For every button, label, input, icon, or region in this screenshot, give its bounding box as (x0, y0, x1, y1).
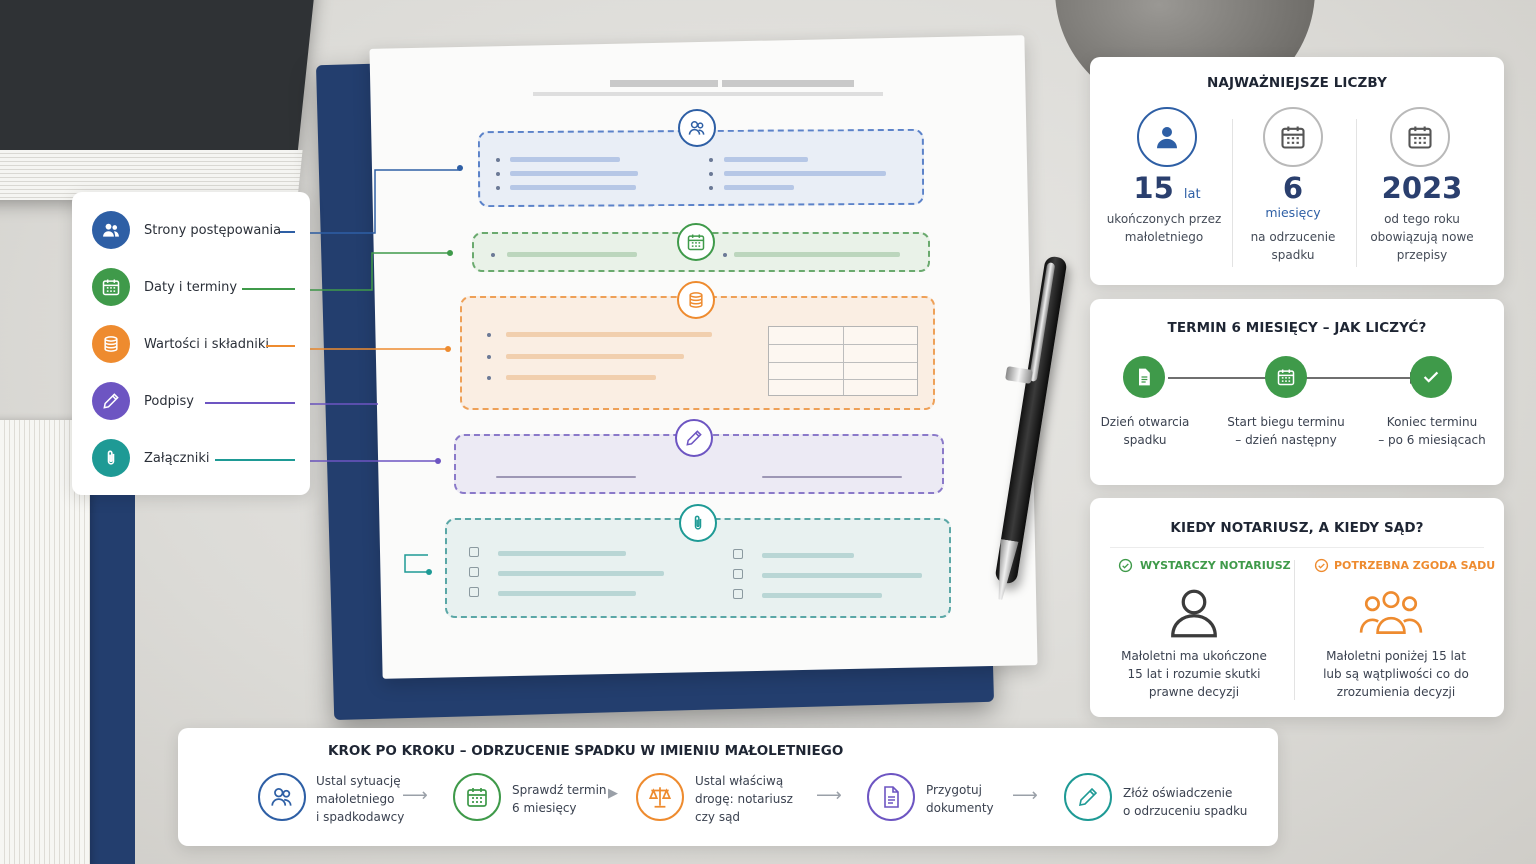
coins-icon (677, 281, 715, 319)
people-icon (92, 211, 130, 249)
calendar-icon (1263, 107, 1323, 167)
card-title: KIEDY NOTARIUSZ, A KIEDY SĄD? (1170, 520, 1424, 536)
legend-line (242, 288, 295, 290)
folder-edge-decoration (85, 470, 135, 864)
group-icon (1358, 586, 1424, 642)
people-icon (258, 773, 306, 821)
sheet-subheader-bar (533, 92, 883, 96)
scales-icon (636, 773, 684, 821)
notary-court-card: KIEDY NOTARIUSZ, A KIEDY SĄD? WYSTARCZY … (1090, 498, 1504, 717)
timeline-step-label: Start biegu terminu– dzień następny (1227, 415, 1345, 447)
legend-item-dates[interactable]: Daty i terminy (92, 268, 237, 306)
stat-value: 2023 (1381, 171, 1463, 205)
document-icon (1123, 356, 1165, 398)
sheet-header-bar (610, 80, 718, 87)
sheet-table (768, 326, 918, 396)
people-icon (678, 109, 716, 147)
legend-item-label: Strony postępowania (144, 222, 282, 238)
check-circle-icon (1118, 558, 1133, 573)
notary-option-label: WYSTARCZY NOTARIUSZ (1118, 558, 1291, 573)
deadline-card: TERMIN 6 MIESIĘCY – JAK LICZYĆ? Dzień ot… (1090, 299, 1504, 485)
arrow-right-icon: ⟶ (1012, 785, 1038, 806)
check-icon (1410, 356, 1452, 398)
legend-connectors (310, 165, 463, 575)
legend-item-label: Podpisy (144, 393, 194, 409)
legend-line (266, 345, 295, 347)
paperclip-icon (679, 504, 717, 542)
arrow-right-icon: ⟶ (816, 785, 842, 806)
legend-item-label: Wartości i składniki (144, 336, 269, 352)
person-outline-icon (1164, 582, 1224, 646)
step-by-step-card: KROK PO KROKU – ODRZUCENIE SPADKU W IMIE… (178, 728, 1278, 846)
pen-icon (1064, 773, 1112, 821)
sheet-header-bar (722, 80, 854, 87)
legend-item-attachments[interactable]: Załączniki (92, 439, 210, 477)
card-title: NAJWAŻNIEJSZE LICZBY (1207, 75, 1387, 91)
calendar-icon (1390, 107, 1450, 167)
timeline-step-label: Koniec terminu– po 6 miesiącach (1378, 415, 1486, 447)
legend-line (280, 231, 295, 233)
coins-icon (92, 325, 130, 363)
legend-item-label: Daty i terminy (144, 279, 238, 295)
card-title: TERMIN 6 MIESIĘCY – JAK LICZYĆ? (1167, 320, 1427, 336)
calendar-icon (1265, 356, 1307, 398)
paperclip-icon (92, 439, 130, 477)
arrow-right-icon: ▶ (608, 786, 618, 801)
pen-icon (92, 382, 130, 420)
stat-value: 15 lat (1133, 171, 1201, 205)
calendar-icon (677, 223, 715, 261)
pen-icon (675, 419, 713, 457)
legend-item-parties[interactable]: Strony postępowania (92, 211, 281, 249)
calendar-icon (453, 773, 501, 821)
legend-item-values[interactable]: Wartości i składniki (92, 325, 269, 363)
legend-item-signatures[interactable]: Podpisy (92, 382, 194, 420)
legend-item-label: Załączniki (144, 450, 210, 466)
court-option-label: POTRZEBNA ZGODA SĄDU (1314, 558, 1495, 573)
card-title: KROK PO KROKU – ODRZUCENIE SPADKU W IMIE… (328, 743, 844, 759)
person-icon (1137, 107, 1197, 167)
calendar-icon (92, 268, 130, 306)
check-circle-icon (1314, 558, 1329, 573)
paper-stack-decoration (0, 420, 90, 864)
stat-value: 6 (1282, 171, 1304, 205)
legend-line (205, 402, 295, 404)
legend-card: Strony postępowania Daty i terminy Warto… (72, 192, 310, 495)
document-icon (867, 773, 915, 821)
legend-line (215, 459, 295, 461)
arrow-right-icon: ⟶ (402, 785, 428, 806)
stat-unit: miesięcy (1265, 205, 1321, 220)
key-numbers-card: NAJWAŻNIEJSZE LICZBY 15 lat ukończonych … (1090, 57, 1504, 285)
